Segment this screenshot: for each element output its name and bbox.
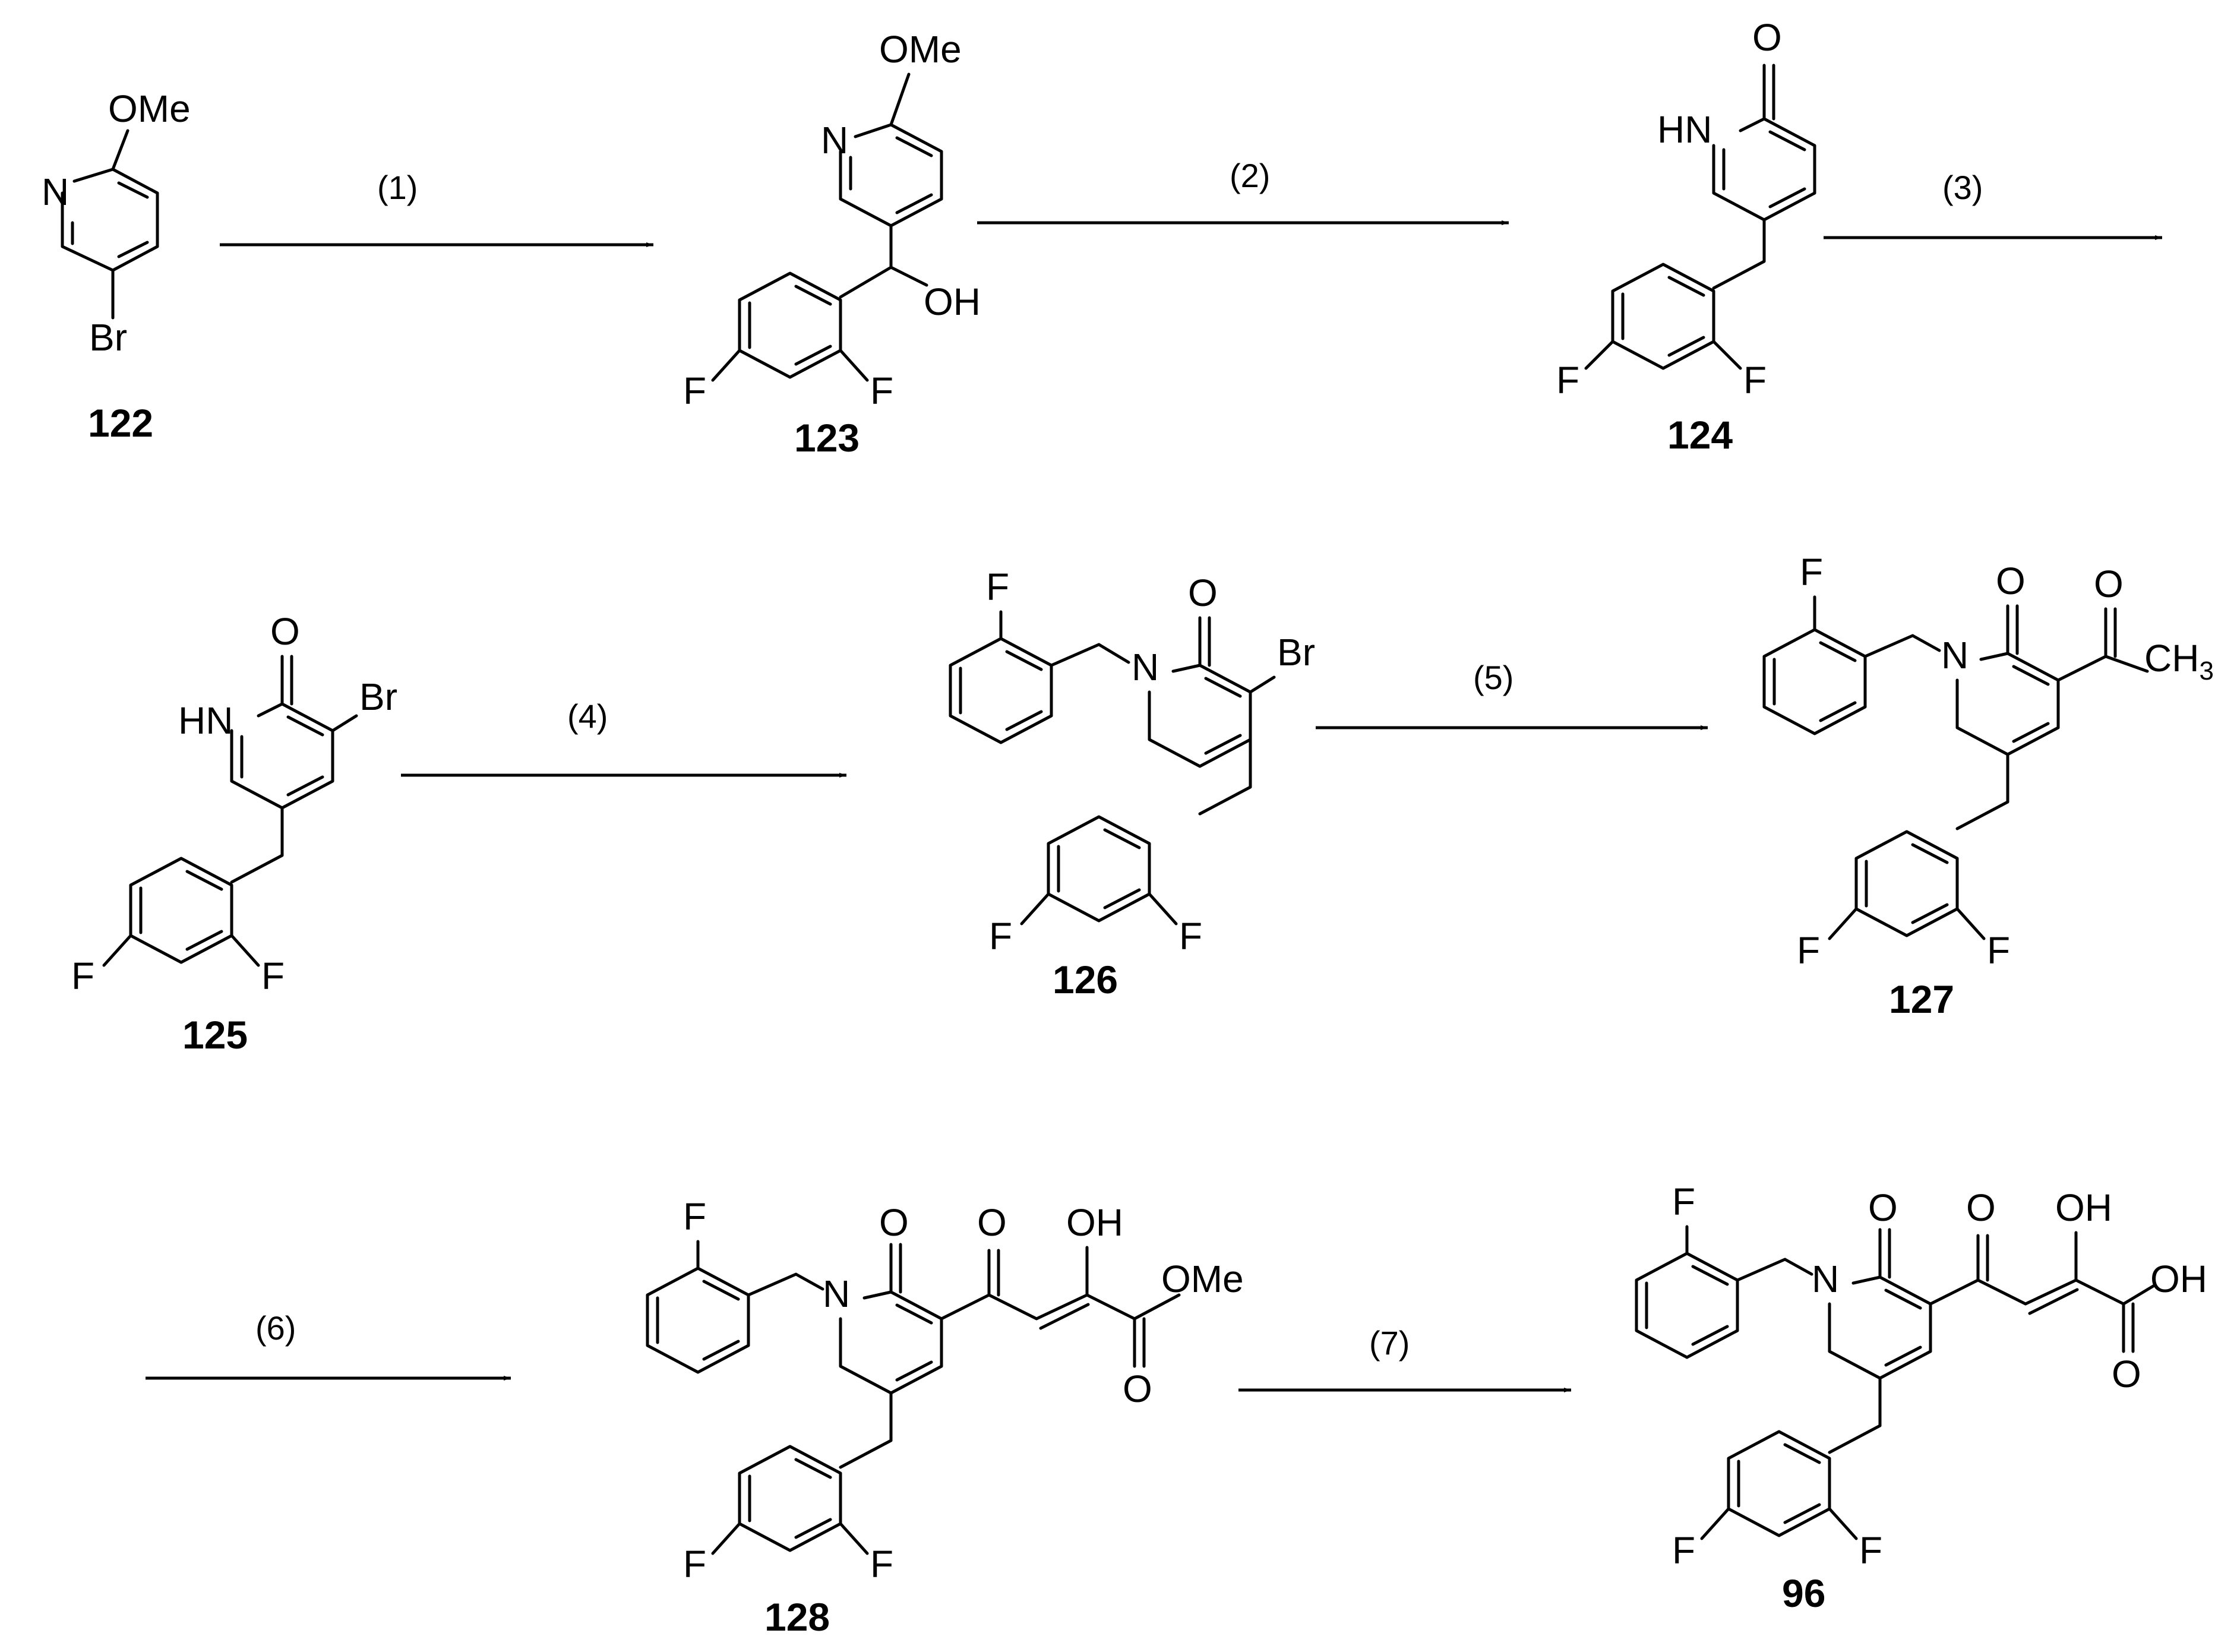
atom-o: O bbox=[1996, 560, 2026, 602]
atom-n: N bbox=[821, 119, 848, 162]
compound-127: F N O O CH3 F F 127 bbox=[1762, 551, 2214, 1021]
atom-oh: OH bbox=[924, 280, 981, 323]
atom-f: F bbox=[1800, 551, 1823, 593]
compound-label: 127 bbox=[1889, 977, 1954, 1021]
atom-f: F bbox=[989, 915, 1012, 958]
atom-n: N bbox=[1132, 646, 1159, 688]
step-label: (3) bbox=[1942, 169, 1983, 206]
compound-label: 126 bbox=[1053, 958, 1118, 1002]
atom-o: O bbox=[977, 1201, 1007, 1244]
compound-label: 96 bbox=[1782, 1571, 1825, 1615]
atom-f: F bbox=[683, 1543, 706, 1585]
atom-o: O bbox=[879, 1201, 909, 1244]
atom-br: Br bbox=[359, 675, 397, 718]
atom-o: O bbox=[2094, 563, 2124, 605]
step-label: (1) bbox=[377, 169, 418, 206]
atom-o: O bbox=[1752, 16, 1782, 59]
compound-125: HN O Br F F 125 bbox=[71, 610, 397, 1057]
atom-f: F bbox=[71, 955, 94, 997]
atom-f: F bbox=[683, 1195, 706, 1238]
atom-f: F bbox=[683, 369, 706, 412]
atom-hn: HN bbox=[1657, 108, 1712, 151]
compound-label: 125 bbox=[182, 1013, 248, 1057]
atom-o: O bbox=[1868, 1186, 1898, 1229]
atom-f: F bbox=[1672, 1180, 1695, 1223]
atom-f: F bbox=[1987, 929, 2010, 972]
atom-ch3: CH3 bbox=[2144, 637, 2214, 686]
atom-f: F bbox=[1179, 915, 1202, 958]
atom-oh: OH bbox=[2150, 1258, 2207, 1300]
compound-128: F N O O OH OMe O F F 128 bbox=[646, 1195, 1244, 1639]
atom-oh: OH bbox=[2055, 1186, 2112, 1229]
step-label: (6) bbox=[255, 1309, 296, 1347]
atom-o: O bbox=[1188, 571, 1218, 614]
atom-subscript: 3 bbox=[2199, 656, 2213, 686]
step-label: (4) bbox=[567, 697, 608, 735]
atom-br: Br bbox=[1277, 631, 1315, 674]
compound-126: F N O Br F F 126 bbox=[949, 566, 1315, 1002]
step-label: (2) bbox=[1230, 157, 1270, 194]
atom-n: N bbox=[42, 170, 69, 213]
step-label: (5) bbox=[1473, 659, 1513, 696]
compound-label: 123 bbox=[794, 416, 860, 460]
compound-124: HN O F F 124 bbox=[1556, 16, 1816, 457]
step-label: (7) bbox=[1369, 1324, 1410, 1362]
atom-f: F bbox=[870, 369, 893, 412]
atom-hn: HN bbox=[178, 699, 233, 742]
compound-label: 124 bbox=[1667, 413, 1733, 457]
atom-f: F bbox=[261, 955, 285, 997]
compound-label: 122 bbox=[88, 401, 153, 445]
atom-ome: OMe bbox=[879, 28, 962, 71]
atom-f: F bbox=[1556, 359, 1579, 402]
atom-ome: OMe bbox=[108, 87, 191, 130]
atom-o: O bbox=[270, 610, 300, 653]
atom-f: F bbox=[1797, 929, 1820, 972]
atom-f: F bbox=[1859, 1529, 1882, 1572]
atom-o: O bbox=[2112, 1353, 2141, 1395]
atom-o: O bbox=[1123, 1367, 1152, 1410]
compound-96: F N O O OH OH O F F 96 bbox=[1635, 1180, 2207, 1615]
atom-f: F bbox=[1672, 1529, 1695, 1572]
atom-f: F bbox=[1743, 359, 1767, 402]
compound-122: N OMe Br 122 bbox=[42, 87, 191, 445]
atom-br: Br bbox=[89, 316, 127, 359]
atom-n: N bbox=[1812, 1258, 1839, 1300]
atom-ch: CH bbox=[2144, 637, 2199, 680]
atom-n: N bbox=[1941, 634, 1968, 677]
atom-oh: OH bbox=[1066, 1201, 1123, 1244]
atom-ome: OMe bbox=[1161, 1258, 1244, 1300]
compound-123: N OMe OH F F 123 bbox=[683, 28, 981, 460]
atom-f: F bbox=[870, 1543, 893, 1585]
atom-n: N bbox=[823, 1272, 850, 1315]
atom-f: F bbox=[986, 566, 1009, 608]
compound-label: 128 bbox=[764, 1595, 830, 1639]
atom-o: O bbox=[1966, 1186, 1996, 1229]
